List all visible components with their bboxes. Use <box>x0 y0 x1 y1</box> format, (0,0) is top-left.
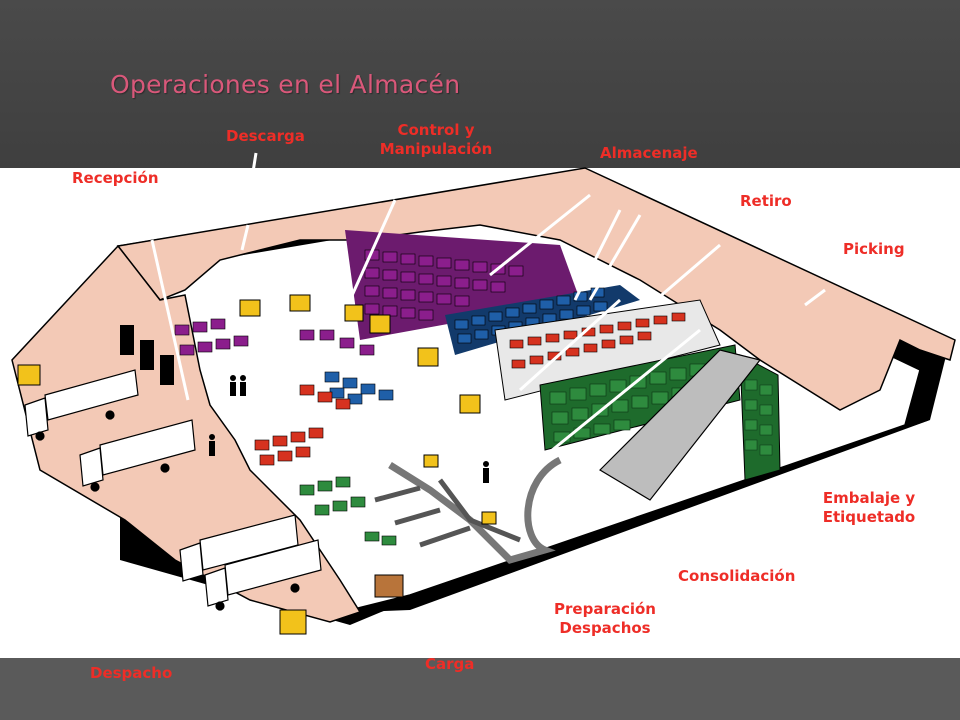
rack-red <box>494 299 721 401</box>
dock-door <box>140 340 154 370</box>
footer-band <box>0 658 960 720</box>
header-band <box>0 0 960 168</box>
trucks <box>24 369 322 611</box>
label-embalaje-y-etiquetado: Embalaje y Etiquetado <box>816 489 922 527</box>
label-picking: Picking <box>843 240 905 258</box>
back-wall <box>116 167 956 411</box>
label-preparacion-line-2: Despachos <box>559 619 651 637</box>
leader-lines <box>150 152 826 462</box>
conveyor-curve <box>388 456 562 564</box>
workers <box>209 375 489 483</box>
label-embalaje-line-1: Embalaje y <box>822 489 916 507</box>
label-descarga: Descarga <box>226 127 305 145</box>
pallets-purple-floor <box>174 318 375 356</box>
pallets-green-floor <box>299 476 397 546</box>
label-preparacion-line-1: Preparación <box>554 600 656 618</box>
rack-purple <box>345 230 580 340</box>
label-retiro: Retiro <box>740 192 792 210</box>
roller-conveyors <box>374 478 521 548</box>
pallets-red-floor <box>254 384 351 466</box>
label-embalaje-line-2: Etiquetado <box>822 508 916 526</box>
label-carga: Carga <box>425 655 475 673</box>
label-control-line-1: Control y <box>397 121 475 139</box>
loading-crate <box>374 574 404 598</box>
label-recepcion: Recepción <box>72 169 159 187</box>
dock-door <box>160 355 174 385</box>
label-preparacion-despachos: Preparación Despachos <box>546 600 664 638</box>
label-control-line-2: Manipulación <box>379 140 493 158</box>
rack-green-right <box>739 354 781 481</box>
rack-blue <box>445 285 640 355</box>
label-almacenaje: Almacenaje <box>600 144 698 162</box>
forklift <box>17 294 497 635</box>
page-title: Operaciones en el Almacén <box>110 70 461 99</box>
front-wall <box>360 420 930 612</box>
label-control-y-manipulacion: Control y Manipulación <box>370 121 502 159</box>
dock-door <box>120 325 134 355</box>
label-despacho: Despacho <box>90 664 173 682</box>
label-consolidacion: Consolidación <box>678 567 796 585</box>
conveyor-ramp <box>599 349 762 501</box>
